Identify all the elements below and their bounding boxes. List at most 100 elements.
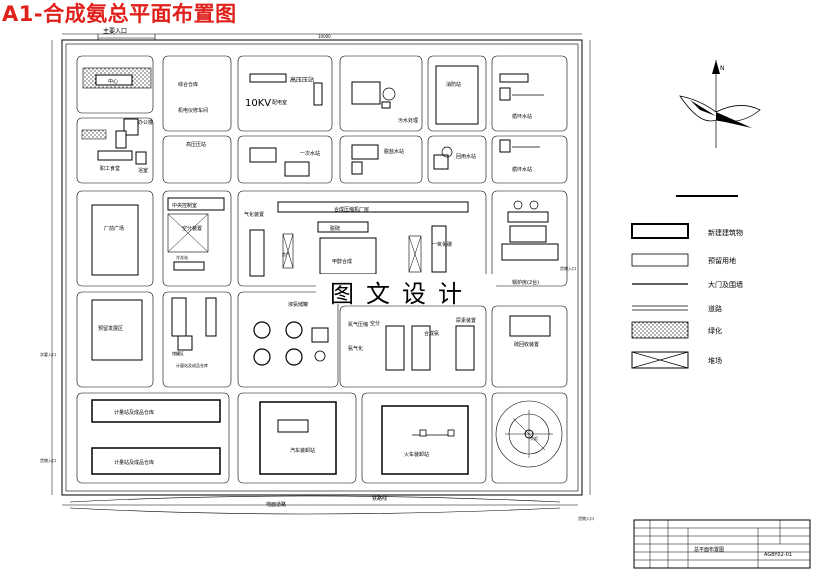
label-gas: 造气 (282, 251, 290, 257)
truck-loading (259, 401, 337, 475)
building-center (95, 74, 133, 86)
label-synthesis-hall: 合成压缩机厂房 (334, 206, 369, 213)
flare (495, 400, 563, 468)
reserve-area (91, 299, 143, 361)
label-water-station: 一次水站 (300, 150, 320, 157)
building-synthesis-hall (277, 201, 469, 213)
drawing-name: 总平面布置图 (694, 546, 724, 553)
label-cooling-water-2: 循环水站 (512, 166, 532, 173)
top-dimension: 10000 (318, 34, 331, 39)
building-pump (499, 87, 511, 101)
building-block (115, 130, 127, 149)
label-rail: 铁路线 (372, 495, 387, 502)
label-gasification: 气化装置 (244, 211, 264, 218)
green-area-2 (81, 129, 107, 140)
drawing-number: AGBY02-01 (764, 552, 792, 558)
legend (631, 223, 689, 369)
legend-swatch-reserve (631, 253, 689, 267)
legend-label-5: 堆场 (708, 356, 722, 365)
building-pump2 (499, 139, 511, 153)
label-air-sep-2: 空分 (370, 320, 380, 327)
rail-loading (381, 405, 469, 475)
building-substation (249, 73, 287, 83)
building-boiler-base (501, 243, 559, 261)
building-fire (435, 65, 479, 125)
label-center: 中心 (108, 78, 118, 85)
label-desulf: 脱硫 (330, 225, 340, 232)
road-network (76, 55, 568, 484)
building-boiler-top (507, 211, 549, 223)
warehouse-2 (91, 447, 221, 475)
label-plaza: 厂前广场 (104, 225, 124, 232)
label-n2-compress: 氮气压缩 (348, 321, 368, 328)
plaza (91, 204, 139, 276)
building-water1 (249, 147, 277, 163)
building-water2 (284, 161, 310, 177)
reuse-tank (441, 146, 453, 158)
label-compressor: 高压压站 (186, 141, 206, 148)
building-freeze (173, 261, 205, 271)
label-air-sep: 空分装置 (182, 225, 202, 232)
label-distribution: 配电室 (272, 99, 287, 106)
building-desulf (317, 221, 369, 233)
label-10kv: 10KV (245, 98, 271, 109)
building-tank-b (205, 297, 217, 337)
building-wastewater (351, 81, 381, 105)
main-gate (97, 34, 156, 40)
label-ammonia-synth: 合成氨 (424, 330, 439, 337)
building-tank-c (177, 335, 193, 351)
compass-label: N (720, 65, 725, 72)
ammonia-tanks (253, 321, 329, 366)
building-tank-a (171, 297, 187, 337)
building-gasify (249, 229, 265, 277)
legend-label-4: 绿化 (708, 326, 722, 335)
label-hv-station: 高压压站 (290, 76, 314, 84)
air-sep-area (167, 213, 209, 253)
gate-right-label: 货物入口 (560, 265, 576, 271)
label-office: 办公楼 (138, 119, 153, 126)
building-urea (411, 325, 431, 371)
label-reserve: 预留发展区 (98, 325, 123, 332)
building-electric (313, 82, 323, 106)
label-control: 中央控制室 (172, 202, 197, 209)
building-office (123, 118, 139, 136)
label-warehouse-1: 计量站及成品仓库 (114, 409, 154, 416)
gate-left-label: 次要入口 (40, 351, 56, 357)
label-rail-loading: 火车装卸站 (404, 451, 429, 458)
legend-swatch-new (631, 223, 689, 239)
label-wastewater: 污水处理 (398, 117, 418, 124)
yard-1 (282, 233, 294, 269)
label-metering: 计量站及成品仓库 (176, 362, 208, 368)
gate-bottom-label: 货物入口 (578, 515, 594, 521)
label-ammonia-gas: 氨气化 (348, 345, 363, 352)
legend-label-2: 大门及围墙 (708, 280, 743, 289)
building-shift (319, 237, 377, 275)
label-fire: 消防站 (446, 81, 461, 88)
yard-2 (408, 235, 422, 273)
label-flare: 火炬 (530, 435, 538, 441)
label-canteen: 职工食堂 (100, 165, 120, 172)
legend-swatch-green (631, 321, 689, 339)
label-storage: 储罐区 (172, 350, 184, 356)
legend-label-0: 新建建筑物 (708, 228, 743, 237)
site-boundary (51, 33, 591, 496)
label-warehouse: 综合仓库 (178, 81, 198, 88)
label-bath: 浴室 (138, 167, 148, 174)
building-sulfur (509, 315, 551, 337)
label-co: 一氧化碳 (432, 241, 452, 248)
building-demin (351, 144, 379, 160)
compass-icon (679, 60, 761, 148)
main-gate-label: 主要入口 (103, 27, 127, 35)
label-repair: 机电仪修车间 (178, 107, 208, 114)
label-ammonia-tanks: 液氨储罐 (288, 301, 308, 308)
warehouse-1 (91, 399, 221, 423)
building-small (381, 101, 391, 109)
label-road: 地面道路 (266, 501, 286, 508)
label-cooling-water: 循环水站 (512, 113, 532, 120)
legend-label-3: 道路 (708, 304, 722, 313)
title-block (633, 519, 811, 569)
building-cooling (499, 73, 529, 83)
legend-label-1: 预留用地 (708, 256, 736, 265)
label-truck-loading: 汽车装卸站 (290, 447, 315, 454)
building-reuse (433, 154, 449, 170)
